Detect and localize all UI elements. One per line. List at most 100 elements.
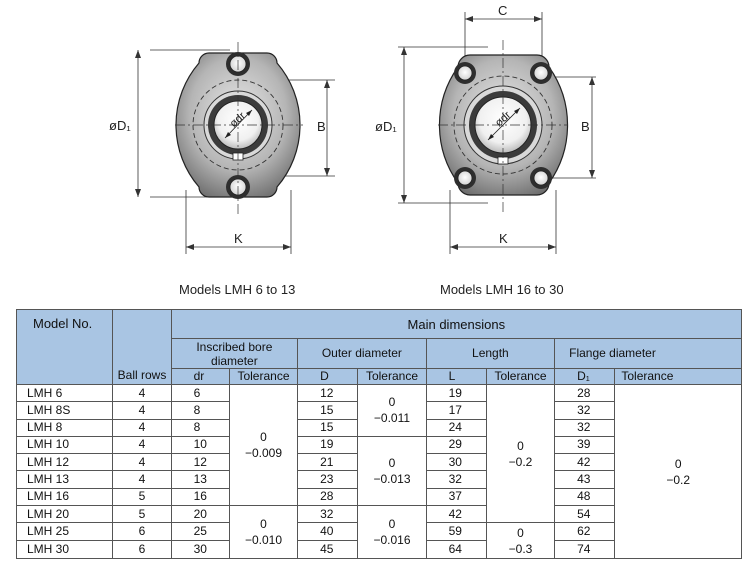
l-cell: 64 <box>425 540 487 559</box>
dr-cell: 10 <box>170 435 230 455</box>
model-cell: LMH 16 <box>15 487 114 506</box>
d-cell: 15 <box>297 401 359 420</box>
d1-cell: 43 <box>554 470 616 489</box>
l-tolerance-b: 0−0.3 <box>485 522 556 559</box>
header-d1: D₁ <box>554 368 616 385</box>
d-cell: 23 <box>297 470 359 489</box>
model-cell: LMH 30 <box>15 540 114 559</box>
dr-cell: 16 <box>170 487 230 506</box>
model-cell: LMH 25 <box>15 522 114 542</box>
d-tolerance-b: 0−0.013 <box>357 435 427 506</box>
d1-cell: 32 <box>554 401 616 420</box>
table-row: LMH 8S 4 8 15 17 32 <box>15 401 742 420</box>
l-cell: 24 <box>425 418 487 437</box>
d-cell: 19 <box>297 435 359 455</box>
d1-cell: 48 <box>554 487 616 506</box>
left-caption: Models LMH 6 to 13 <box>179 282 296 297</box>
table-row: LMH 25 6 25 40 59 0−0.3 62 <box>15 522 742 559</box>
header-flange-diameter: Flange diameter <box>554 338 742 369</box>
left-b-label: B <box>317 119 326 134</box>
header-d-tolerance: Tolerance <box>357 368 427 385</box>
d1-cell: 54 <box>554 504 616 524</box>
dr-cell: 12 <box>170 453 230 472</box>
header-model: Model No. <box>15 309 114 385</box>
ball-rows-cell: 4 <box>112 453 172 472</box>
header-d: D <box>297 368 359 385</box>
l-cell: 42 <box>425 504 487 524</box>
model-cell: LMH 13 <box>15 470 114 489</box>
ball-rows-cell: 6 <box>112 522 172 542</box>
header-length: Length <box>425 338 556 369</box>
header-l: L <box>425 368 487 385</box>
model-cell: LMH 6 <box>15 383 114 403</box>
d-tolerance-a: 0−0.011 <box>357 384 427 437</box>
dr-cell: 13 <box>170 470 230 489</box>
d-tolerance-c: 0−0.016 <box>357 504 427 560</box>
table-row: LMH 16 5 16 28 37 48 <box>15 487 742 506</box>
d1-cell: 32 <box>554 418 616 437</box>
right-d1-label: øD₁ <box>375 119 397 134</box>
l-cell: 59 <box>425 522 487 542</box>
left-k-label: K <box>234 231 243 246</box>
l-cell: 29 <box>425 435 487 455</box>
ball-rows-cell: 4 <box>112 418 172 437</box>
ball-rows-cell: 6 <box>112 540 172 559</box>
right-drawing <box>398 12 596 254</box>
l-cell: 32 <box>425 470 487 489</box>
d-cell: 12 <box>297 383 359 403</box>
ball-rows-cell: 5 <box>112 487 172 506</box>
dr-tolerance-b: 0−0.010 <box>228 504 299 560</box>
header-dr: dr <box>170 368 230 385</box>
right-caption: Models LMH 16 to 30 <box>440 282 564 297</box>
dimensions-table: Model No. Ball rows Main dimensions Insc… <box>15 309 743 560</box>
l-tolerance-a: 0−0.2 <box>485 383 556 524</box>
d-cell: 45 <box>297 540 359 559</box>
dr-cell: 6 <box>170 383 230 403</box>
model-cell: LMH 8 <box>15 418 114 437</box>
table-row: LMH 20 5 20 0−0.010 32 0−0.016 42 54 <box>15 504 742 560</box>
l-cell: 17 <box>425 401 487 420</box>
d-cell: 28 <box>297 487 359 506</box>
table-row: LMH 6 4 6 0−0.009 12 0−0.011 19 0−0.2 28… <box>15 383 742 559</box>
left-d1-label: øD₁ <box>109 118 131 133</box>
header-dr-tolerance: Tolerance <box>228 368 299 385</box>
d1-tolerance: 0−0.2 <box>614 384 742 559</box>
ball-rows-cell: 4 <box>112 435 172 455</box>
l-cell: 30 <box>425 453 487 472</box>
model-cell: LMH 10 <box>15 435 114 455</box>
header-main-dimensions: Main dimensions <box>170 309 743 339</box>
table-row: LMH 30 6 30 45 64 74 <box>15 540 742 559</box>
d-cell: 32 <box>297 504 359 524</box>
d1-cell: 42 <box>554 453 616 472</box>
header-ball-rows: Ball rows <box>112 309 172 385</box>
table-row: LMH 13 4 13 23 32 43 <box>15 470 742 489</box>
dr-cell: 30 <box>170 540 230 559</box>
ball-rows-cell: 5 <box>112 504 172 524</box>
dr-tolerance-a: 0−0.009 <box>228 384 299 506</box>
dr-cell: 20 <box>170 504 230 524</box>
dr-cell: 8 <box>170 401 230 420</box>
d1-cell: 74 <box>554 540 616 559</box>
ball-rows-cell: 4 <box>112 401 172 420</box>
technical-drawings: øD₁ ødr B K <box>109 3 596 254</box>
right-b-label: B <box>581 119 590 134</box>
model-cell: LMH 8S <box>15 401 114 420</box>
model-cell: LMH 12 <box>15 453 114 472</box>
l-cell: 19 <box>425 383 487 403</box>
left-drawing <box>135 42 335 254</box>
header-outer-diameter: Outer diameter <box>297 338 427 369</box>
d-cell: 40 <box>297 522 359 542</box>
right-c-label: C <box>498 3 507 18</box>
header-inscribed-bore: Inscribed bore diameter <box>170 338 299 369</box>
d-cell: 21 <box>297 453 359 472</box>
d1-cell: 62 <box>554 522 616 542</box>
right-k-label: K <box>499 231 508 246</box>
l-cell: 37 <box>425 487 487 506</box>
d1-cell: 39 <box>554 435 616 455</box>
d-cell: 15 <box>297 418 359 437</box>
ball-rows-cell: 4 <box>112 383 172 403</box>
model-cell: LMH 20 <box>15 504 114 524</box>
d1-cell: 28 <box>554 383 616 403</box>
dr-cell: 8 <box>170 418 230 437</box>
header-d1-tolerance: Tolerance <box>614 368 742 385</box>
